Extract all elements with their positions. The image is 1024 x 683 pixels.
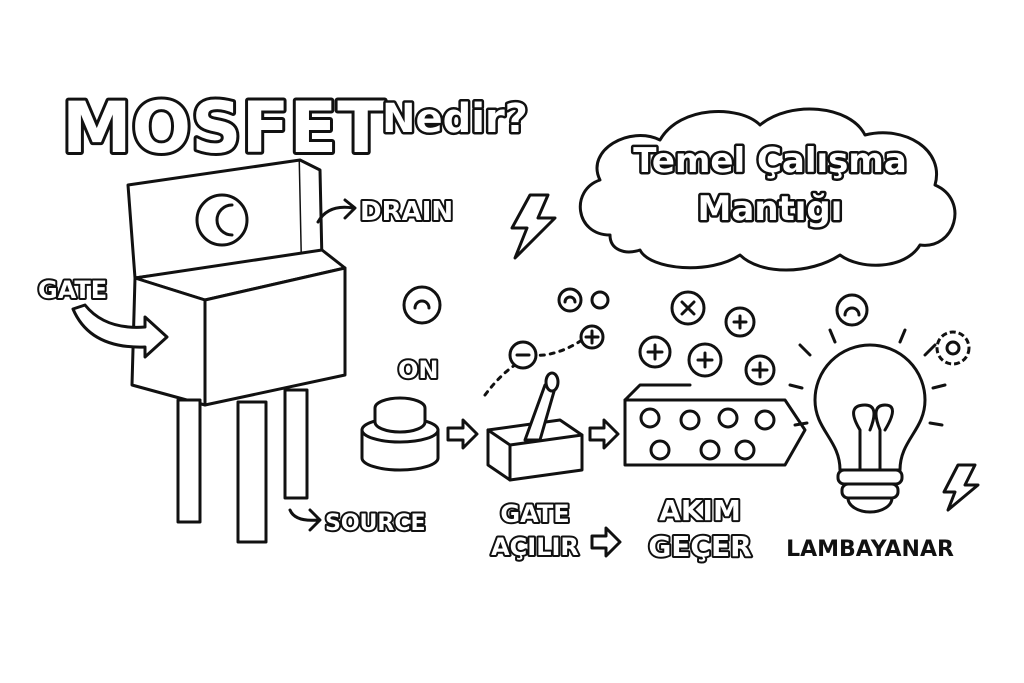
lightning-icon-small	[942, 463, 980, 512]
gate-switch	[486, 371, 584, 482]
step1-line1: GATE	[500, 500, 569, 528]
electron-path	[483, 323, 602, 397]
electron-icon	[402, 285, 442, 325]
drain-label: DRAIN	[360, 197, 453, 227]
title-nedir: Nedir?	[382, 96, 528, 142]
positive-charges	[638, 290, 776, 461]
arrow-right-icon	[446, 418, 479, 450]
cloud-shape	[578, 107, 957, 272]
source-label: SOURCE	[325, 511, 426, 536]
step1-line2: AÇILIR	[491, 533, 579, 561]
lightning-icon	[510, 193, 557, 260]
on-label: ON	[398, 356, 439, 384]
drain-arrow	[316, 198, 357, 224]
source-arrow	[288, 508, 322, 532]
cloud-line2: Mantığı	[698, 189, 843, 229]
cloud-line1: Temel Çalışma	[633, 141, 907, 181]
gate-label: GATE	[38, 276, 107, 304]
light-rays	[788, 328, 947, 427]
title-mosfet: MOSFET	[62, 87, 385, 169]
on-button[interactable]	[360, 396, 440, 472]
step2-line1: AKIM	[659, 494, 741, 527]
step2-line2: GEÇER	[648, 530, 751, 563]
gate-arrow	[71, 303, 169, 359]
mosfet-component	[126, 158, 347, 544]
arrow-right-icon	[590, 526, 622, 558]
light-bulb-icon	[813, 343, 927, 514]
step3-label: LAMBAYANAR	[786, 537, 954, 562]
